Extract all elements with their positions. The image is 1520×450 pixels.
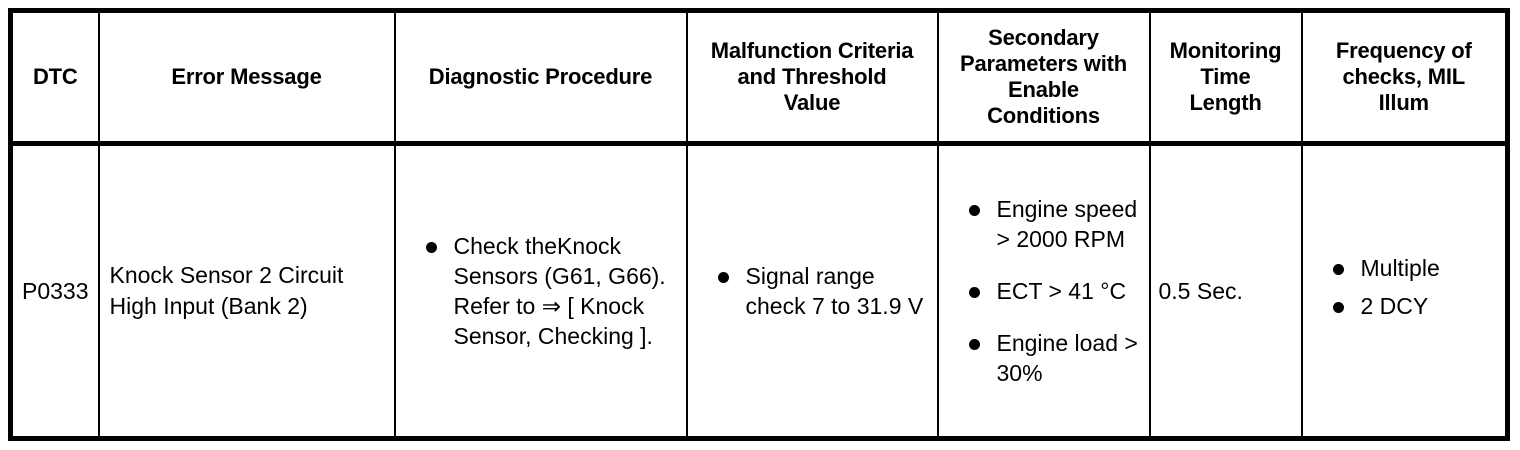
error-message-value: Knock Sensor 2 Circuit High Input (Bank …: [109, 262, 344, 319]
column-header-malfunction-criteria-line-1: Malfunction Criteria: [710, 38, 914, 63]
list-item: 2 DCY: [1332, 291, 1500, 321]
bullet-dot-icon: [1332, 264, 1344, 275]
column-header-malfunction-criteria: Malfunction Criteria and Threshold Value: [685, 10, 939, 146]
column-header-diagnostic-procedure-line-1: Diagnostic Procedure: [428, 64, 653, 89]
frequency-of-checks-list: Multiple 2 DCY: [1303, 253, 1506, 321]
list-item: Check theKnock Sensors (G61, G66). Refer…: [425, 231, 680, 351]
dtc-code-value: P0333: [21, 278, 89, 304]
column-header-diagnostic-procedure: Diagnostic Procedure: [393, 10, 688, 146]
column-header-frequency-of-checks-line-2: checks, MIL: [1342, 64, 1466, 89]
secondary-parameter-item-3: Engine load > 30%: [996, 330, 1138, 386]
diagnostic-procedure-item-1: Check theKnock Sensors (G61, G66). Refer…: [453, 233, 666, 349]
bullet-dot-icon: [968, 339, 980, 350]
bullet-dot-icon: [968, 205, 980, 216]
list-item: Engine load > 30%: [968, 328, 1143, 388]
column-header-error-message: Error Message: [97, 10, 396, 146]
cell-diagnostic-procedure: Check theKnock Sensors (G61, G66). Refer…: [393, 143, 688, 439]
list-item: ECT > 41 °C: [968, 276, 1143, 306]
table-body: P0333 Knock Sensor 2 Circuit High Input …: [9, 143, 1509, 439]
monitoring-time-length-value: 0.5 Sec.: [1158, 278, 1243, 304]
list-item: Signal range check 7 to 31.9 V: [717, 261, 931, 321]
column-header-secondary-parameters: Secondary Parameters with Enable Conditi…: [936, 10, 1151, 146]
secondary-parameter-item-1: Engine speed > 2000 RPM: [996, 196, 1138, 252]
frequency-item-1: Multiple: [1360, 255, 1440, 281]
column-header-frequency-of-checks: Frequency of checks, MIL Illum: [1300, 10, 1509, 146]
secondary-parameter-item-2: ECT > 41 °C: [996, 278, 1127, 304]
column-header-monitoring-time-length-line-3: Length: [1189, 90, 1262, 115]
column-header-monitoring-time-length: Monitoring Time Length: [1148, 10, 1303, 146]
cell-error-message: Knock Sensor 2 Circuit High Input (Bank …: [97, 143, 396, 439]
bullet-dot-icon: [968, 287, 980, 298]
column-header-secondary-parameters-line-1: Secondary: [988, 25, 1099, 50]
column-header-malfunction-criteria-line-3: Value: [783, 90, 841, 115]
cell-malfunction-criteria: Signal range check 7 to 31.9 V: [685, 143, 939, 439]
table-row: P0333 Knock Sensor 2 Circuit High Input …: [9, 143, 1509, 439]
column-header-malfunction-criteria-line-2: and Threshold: [737, 64, 887, 89]
column-header-dtc-line-1: DTC: [32, 64, 78, 89]
column-header-secondary-parameters-line-2: Parameters with: [960, 51, 1127, 76]
malfunction-criteria-item-1: Signal range check 7 to 31.9 V: [745, 263, 924, 319]
list-item: Multiple: [1332, 253, 1500, 283]
cell-secondary-parameters: Engine speed > 2000 RPM ECT > 41 °C Engi…: [936, 143, 1151, 439]
frequency-item-2: 2 DCY: [1360, 293, 1429, 319]
column-header-secondary-parameters-line-3: Enable: [1008, 77, 1079, 102]
bullet-dot-icon: [1332, 302, 1344, 313]
cell-monitoring-time-length: 0.5 Sec.: [1148, 143, 1303, 439]
cell-frequency-of-checks: Multiple 2 DCY: [1300, 143, 1509, 439]
column-header-monitoring-time-length-line-2: Time: [1200, 64, 1251, 89]
column-header-frequency-of-checks-line-3: Illum: [1378, 90, 1430, 115]
diagnostic-procedure-list: Check theKnock Sensors (G61, G66). Refer…: [396, 231, 686, 351]
column-header-monitoring-time-length-line-1: Monitoring: [1169, 38, 1282, 63]
column-header-secondary-parameters-line-4: Conditions: [987, 103, 1100, 128]
table-header-row: DTC Error Message Diagnostic Procedure M…: [9, 10, 1509, 146]
bullet-dot-icon: [717, 272, 729, 283]
column-header-dtc: DTC: [9, 10, 100, 146]
malfunction-criteria-list: Signal range check 7 to 31.9 V: [688, 261, 937, 321]
list-item: Engine speed > 2000 RPM: [968, 194, 1143, 254]
column-header-frequency-of-checks-line-1: Frequency of: [1335, 38, 1472, 63]
bullet-dot-icon: [425, 242, 437, 253]
cell-dtc: P0333: [9, 143, 100, 439]
table-header: DTC Error Message Diagnostic Procedure M…: [9, 10, 1509, 146]
column-header-error-message-line-1: Error Message: [171, 64, 322, 89]
secondary-parameters-list: Engine speed > 2000 RPM ECT > 41 °C Engi…: [939, 194, 1149, 388]
dtc-diagnostic-table: DTC Error Message Diagnostic Procedure M…: [8, 8, 1510, 441]
